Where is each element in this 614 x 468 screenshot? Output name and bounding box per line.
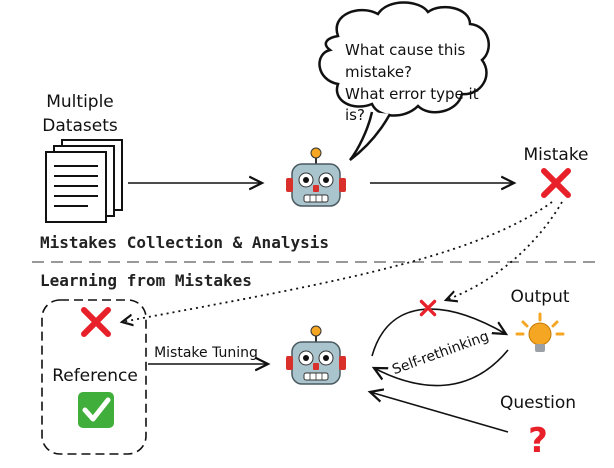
question-label: Question [500,393,576,413]
check-mark-icon [78,392,114,428]
robot-icon-bottom [285,325,347,385]
cross-mark-icon-mistake [544,171,568,195]
dotted-arrow-mistake-to-self-rethinking [446,201,563,300]
bubble-text-line4: is? [345,106,365,124]
output-label: Output [510,287,569,307]
cross-mark-icon-rethinking [419,299,437,317]
thought-bubble-icon [318,1,490,161]
arrow-question-to-robot [370,392,509,433]
reference-label: Reference [52,366,138,386]
self-rethinking-label: Self-rethinking [390,328,491,378]
arrow-robot-to-output [371,308,506,357]
dotted-arrow-mistake-to-reference [122,201,553,322]
mistake-label: Mistake [523,145,588,165]
robot-icon-top [285,147,347,207]
bubble-text-line2: mistake? [345,63,412,81]
bubble-text-line3: What error type it [345,85,479,103]
datasets-label-line2: Datasets [42,116,118,136]
bubble-text-line1: What cause this [345,41,465,59]
document-stack-icon [45,139,123,223]
mistake-tuning-label: Mistake Tuning [154,345,258,361]
section-title-collection: Mistakes Collection & Analysis [40,233,329,252]
section-title-learning: Learning from Mistakes [40,271,252,290]
cross-mark-icon-reference [84,310,108,334]
light-bulb-icon [515,312,565,352]
question-mark-icon: ? [528,421,548,461]
arrow-output-to-robot [374,349,509,387]
datasets-label-line1: Multiple [46,92,114,112]
reference-box [41,299,147,455]
